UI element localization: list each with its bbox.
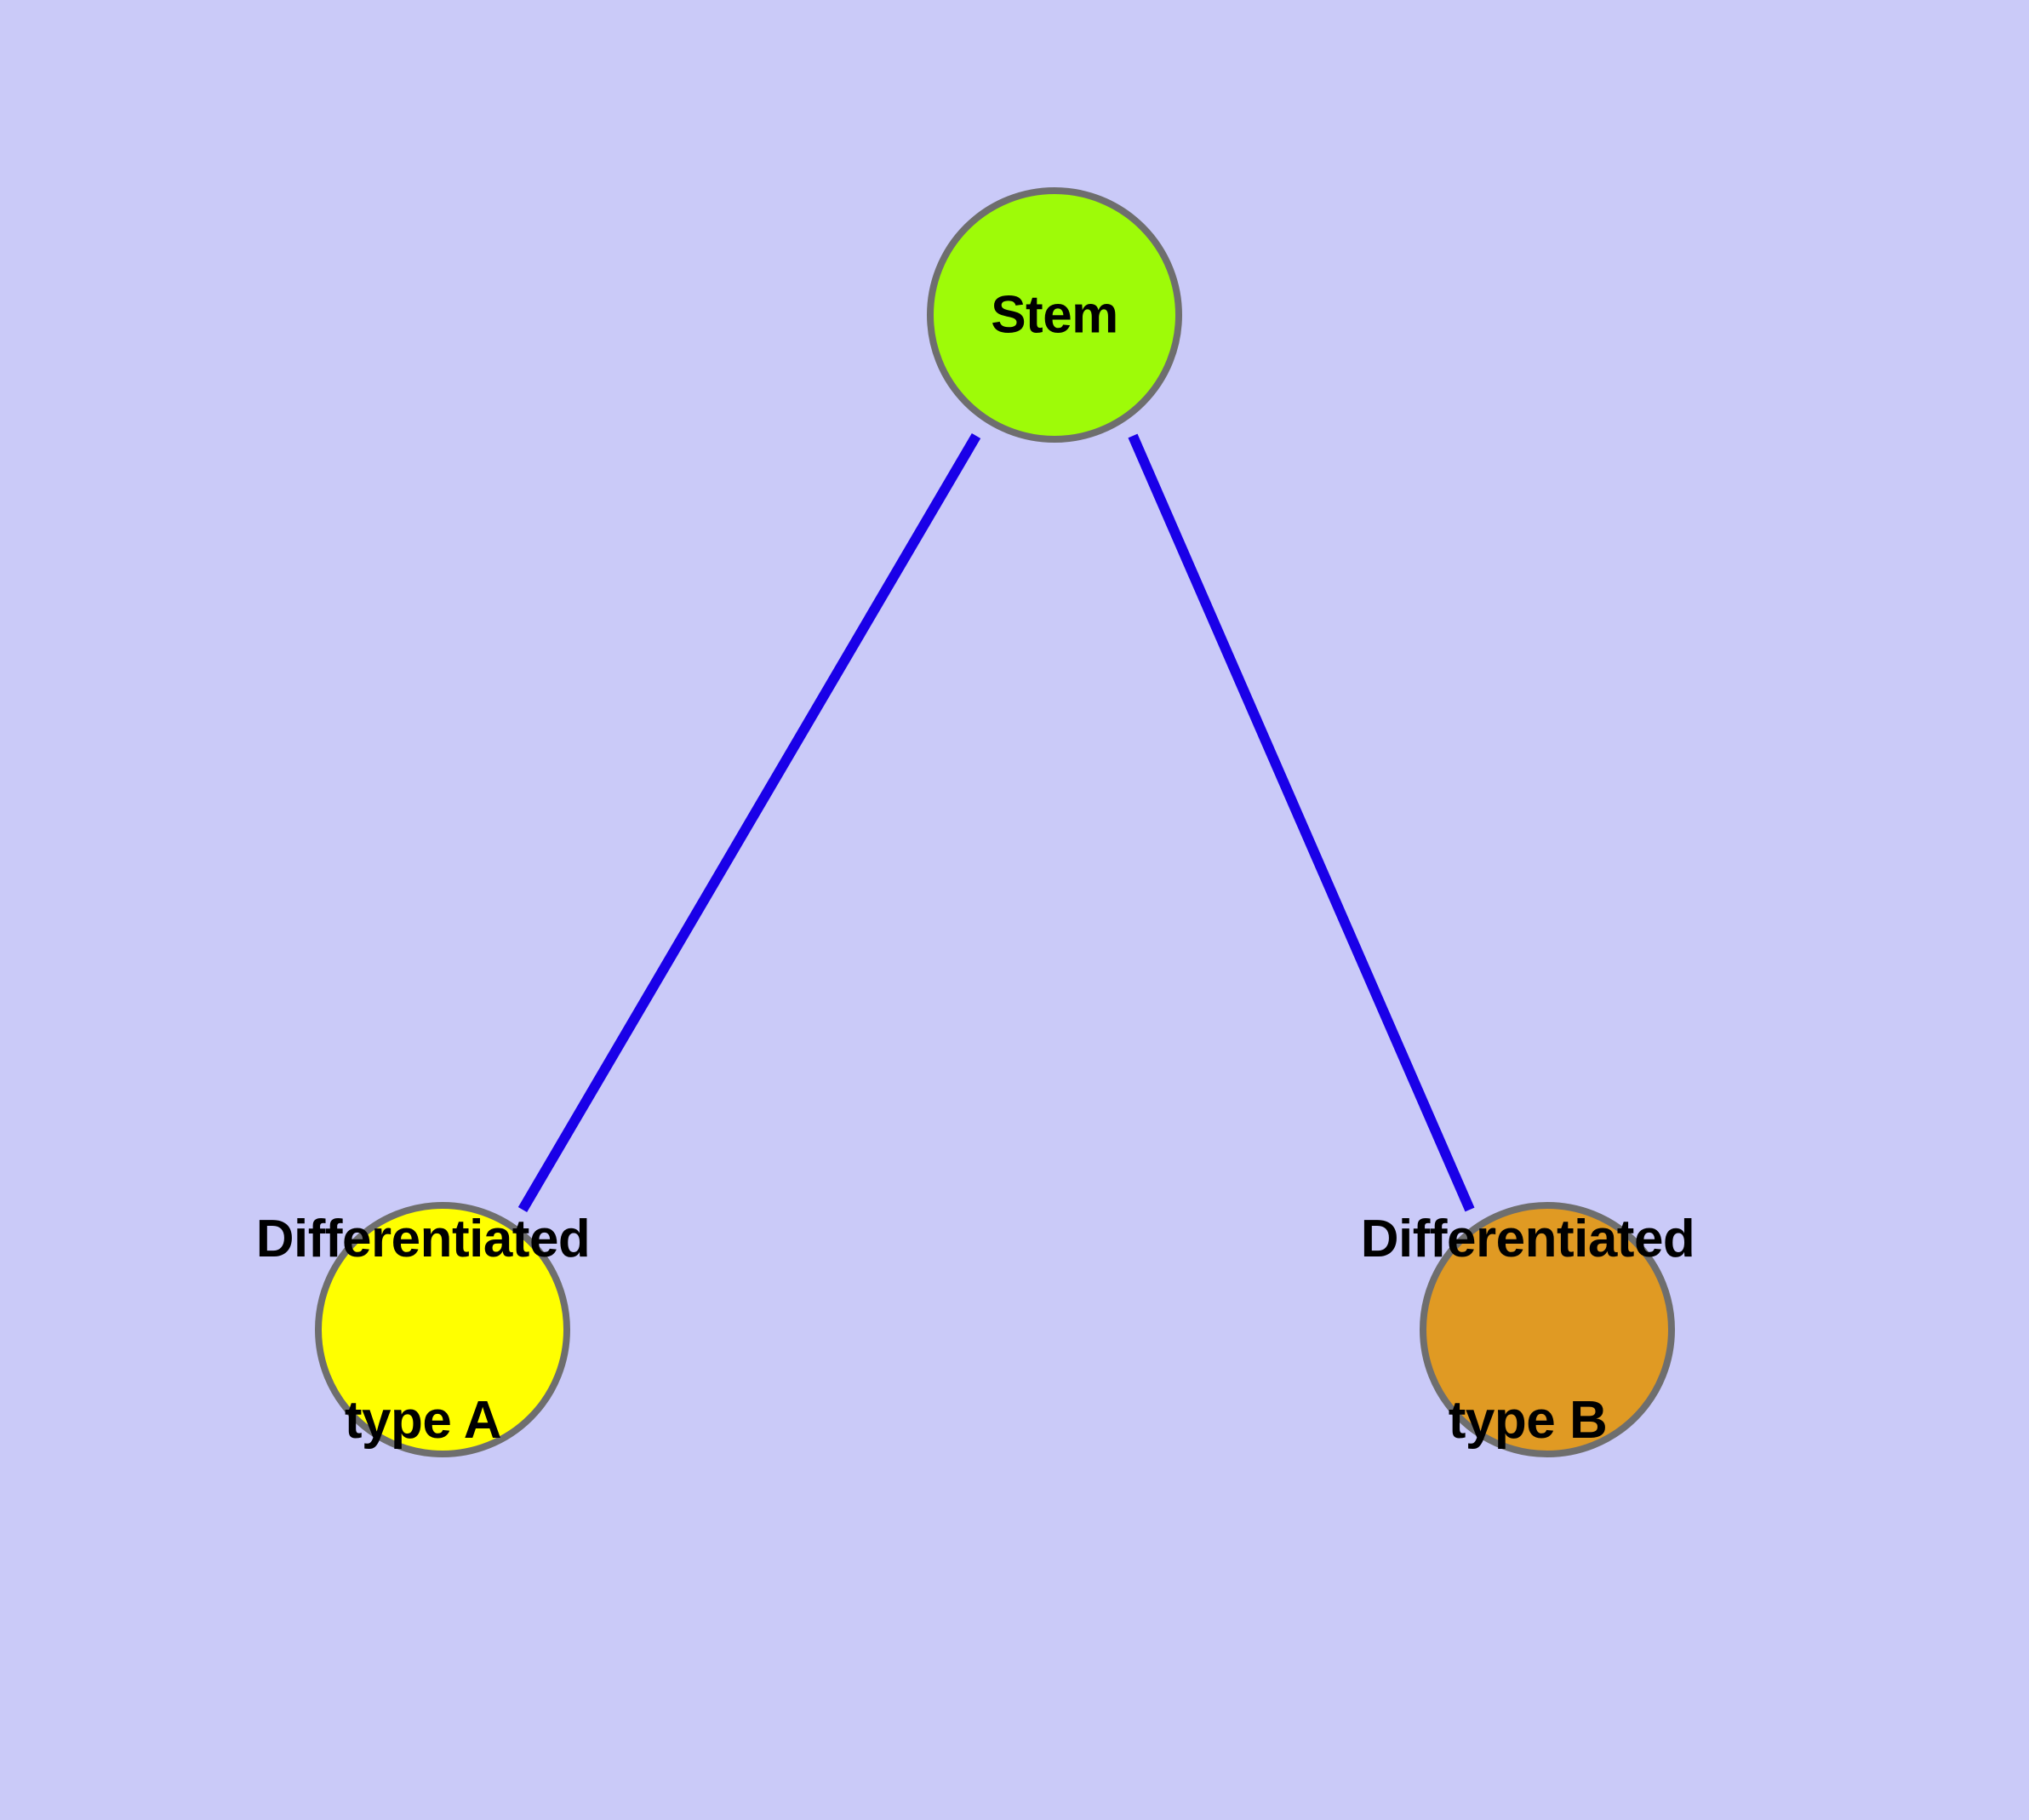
node-differentiated-type-b[interactable] — [1420, 1202, 1675, 1457]
edge-stem-to-diff-a[interactable] — [517, 432, 981, 1213]
node-differentiated-type-a[interactable] — [315, 1202, 570, 1457]
edge-stem-to-diff-b[interactable] — [1128, 433, 1475, 1212]
node-stem[interactable] — [927, 187, 1182, 443]
